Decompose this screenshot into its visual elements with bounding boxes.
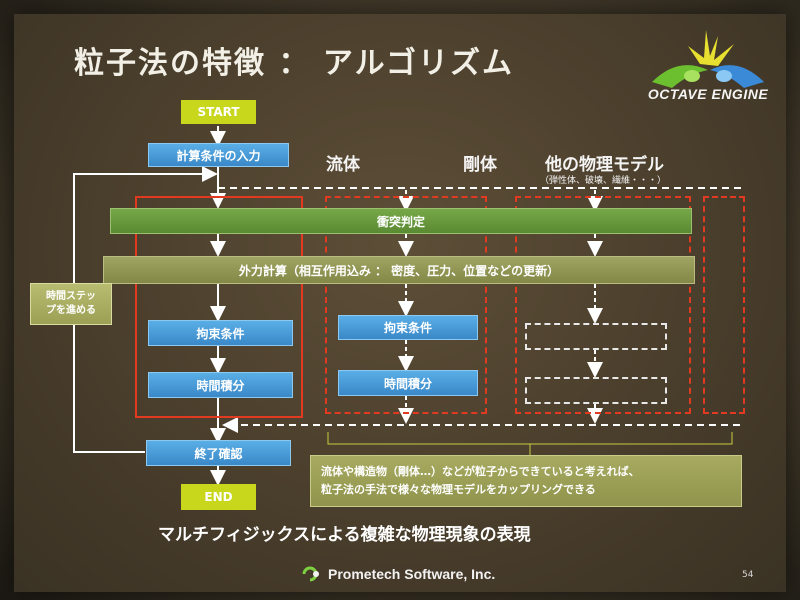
end-node: END: [181, 484, 256, 510]
other-model-frame: [515, 196, 691, 414]
other-model-subheader: （弾性体、破壊、繊維・・・）: [540, 176, 667, 186]
slide-title: 粒子法の特徴 ： アルゴリズム: [74, 46, 514, 81]
octave-engine-logo-icon: [652, 30, 764, 88]
other-model-step-1: [525, 323, 667, 350]
start-node: START: [181, 100, 256, 124]
summary-text: マルチフィジックスによる複雑な物理現象の表現: [158, 525, 531, 545]
input-conditions-box: 計算条件の入力: [148, 143, 289, 167]
collision-detection-bar: 衝突判定: [110, 208, 692, 234]
coupling-note: 流体や構造物（剛体…）などが粒子からできていると考えれば、 粒子法の手法で様々な…: [310, 455, 742, 507]
fluid-constraint-box: 拘束条件: [148, 320, 293, 346]
fluid-header: 流体: [326, 155, 360, 175]
end-check-box: 終了確認: [146, 440, 291, 466]
other-model-step-2: [525, 377, 667, 404]
time-step-box: 時間ステッ プを進める: [30, 283, 112, 325]
fluid-frame: [135, 196, 303, 418]
external-force-bar: 外力計算（相互作用込み ： 密度、圧力、位置などの更新）: [103, 256, 695, 284]
rigid-header: 剛体: [463, 155, 497, 175]
fluid-time-integration-box: 時間積分: [148, 372, 293, 398]
rigid-time-integration-box: 時間積分: [338, 370, 478, 396]
company-name: Prometech Software, Inc.: [328, 566, 496, 582]
other-model-header: 他の物理モデル: [545, 155, 664, 175]
company-footer: Prometech Software, Inc.: [300, 565, 495, 583]
extra-model-frame: [703, 196, 745, 414]
note-line-2: 粒子法の手法で様々な物理モデルをカップリングできる: [321, 483, 596, 496]
prometech-logo-icon: [302, 566, 319, 582]
logo-text: OCTAVE ENGINE: [647, 86, 769, 102]
page-number: 54: [742, 570, 754, 580]
time-step-label: 時間ステッ プを進める: [46, 291, 96, 316]
rigid-constraint-box: 拘束条件: [338, 315, 478, 340]
rigid-frame: [325, 196, 487, 414]
note-line-1: 流体や構造物（剛体…）などが粒子からできていると考えれば、: [321, 465, 640, 478]
